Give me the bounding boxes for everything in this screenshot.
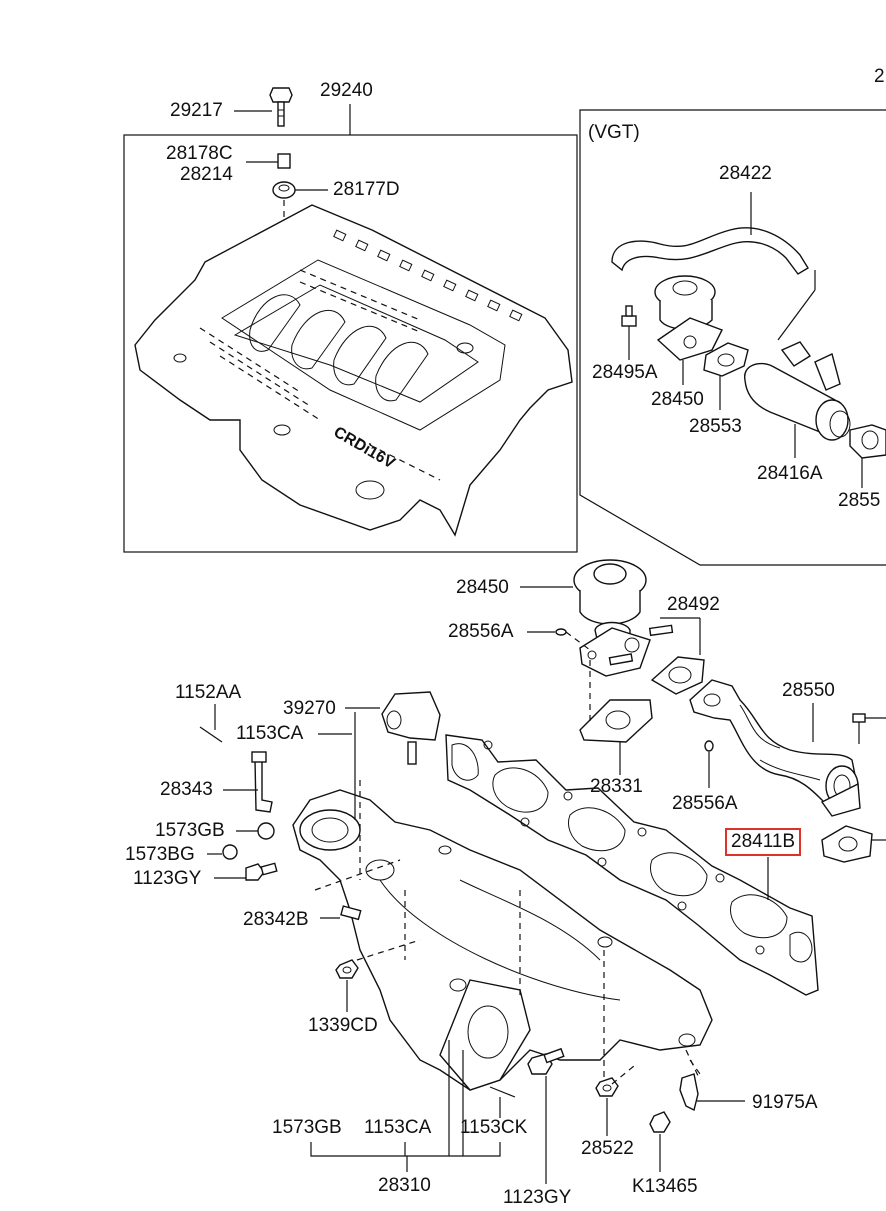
stud-1152AA [199, 704, 223, 743]
hose-28422 [611, 227, 809, 275]
vgt-frame [579, 109, 886, 566]
bolt-1123GY-bottom [527, 1047, 565, 1184]
corner-label-partial: 2 [874, 66, 885, 87]
nut-28522 [595, 1065, 635, 1136]
stud-1153CK [489, 1086, 516, 1118]
part-label-28556A-top[interactable]: 28556A [448, 621, 514, 642]
part-label-2855-partial[interactable]: 2855 [838, 490, 881, 511]
part-label-28343[interactable]: 28343 [160, 779, 213, 800]
right-edge-parts [821, 713, 886, 863]
part-label-1123GY-top[interactable]: 1123GY [133, 868, 202, 889]
bolt-28495A [621, 305, 637, 360]
engine-cover-group: CRDi16V [123, 87, 578, 553]
plug-1573GB-top [236, 822, 275, 840]
spacer-28178C [246, 153, 291, 169]
gasket-28331 [579, 660, 653, 775]
part-label-K13465[interactable]: K13465 [632, 1176, 698, 1197]
part-label-28331[interactable]: 28331 [590, 776, 643, 797]
clip-91975A [679, 1059, 745, 1112]
left-small-parts [199, 691, 441, 1012]
part-label-28342B[interactable]: 28342B [243, 909, 309, 930]
part-label-1153CA-bottom[interactable]: 1153CA [364, 1117, 432, 1138]
tube-28343 [223, 751, 273, 813]
engine-cover-body [134, 204, 573, 537]
part-label-1573GB-top[interactable]: 1573GB [155, 820, 225, 841]
egr-cooler-28416A [744, 341, 886, 488]
bolt-1123GY-top [214, 862, 278, 881]
part-label-28556A-bottom[interactable]: 28556A [672, 793, 738, 814]
exhaust-manifold-28310 [292, 780, 713, 1172]
part-label-28450[interactable]: 28450 [456, 577, 509, 598]
part-label-39270[interactable]: 39270 [283, 698, 336, 719]
pipe-28550 [689, 679, 861, 817]
egr-assembly [520, 559, 886, 863]
part-label-1152AA[interactable]: 1152AA [175, 682, 242, 703]
part-label-1339CD[interactable]: 1339CD [308, 1015, 378, 1036]
gasket-28492 [650, 656, 705, 695]
sensor-39270 [345, 691, 441, 765]
part-label-28177D[interactable]: 28177D [333, 179, 400, 200]
part-label-28422[interactable]: 28422 [719, 163, 772, 184]
part-label-1123GY-bottom[interactable]: 1123GY [503, 1187, 572, 1208]
part-label-28553[interactable]: 28553 [689, 416, 742, 437]
bolt-29217 [234, 87, 293, 127]
part-label-91975A[interactable]: 91975A [752, 1092, 818, 1113]
grommet-28177D [272, 181, 328, 250]
washer-28556A-bottom [704, 740, 714, 788]
part-label-29217[interactable]: 29217 [170, 100, 223, 121]
nut-1339CD [335, 959, 359, 1012]
manifold-gasket-28411B [445, 734, 819, 996]
nut-K13465 [649, 1111, 671, 1172]
part-label-29240[interactable]: 29240 [320, 80, 373, 101]
part-label-28492[interactable]: 28492 [667, 594, 720, 615]
stud-1153CA-top [318, 712, 356, 820]
part-label-28214[interactable]: 28214 [180, 164, 233, 185]
part-label-1573BG[interactable]: 1573BG [125, 844, 195, 865]
group-label-vgt: (VGT) [588, 122, 640, 143]
part-label-1153CA-top[interactable]: 1153CA [236, 723, 304, 744]
part-label-1573GB-bottom[interactable]: 1573GB [272, 1117, 342, 1138]
washer-28556A-top [527, 628, 591, 651]
vgt-group [579, 109, 886, 566]
part-label-28495A[interactable]: 28495A [592, 362, 658, 383]
part-label-28411B-highlighted[interactable]: 28411B [725, 828, 802, 856]
part-label-28522[interactable]: 28522 [581, 1138, 634, 1159]
part-label-28310[interactable]: 28310 [378, 1175, 431, 1196]
part-label-28416A[interactable]: 28416A [757, 463, 823, 484]
bottom-small-parts [489, 1047, 745, 1184]
part-28342B [320, 905, 362, 921]
plug-1573BG [207, 844, 238, 860]
part-label-28450-vgt[interactable]: 28450 [651, 389, 704, 410]
egr-valve-vgt [654, 275, 723, 385]
part-label-28550[interactable]: 28550 [782, 680, 835, 701]
egr-valve-28450 [520, 559, 701, 677]
part-label-28178C[interactable]: 28178C [166, 143, 233, 164]
gasket-28553 [703, 342, 749, 410]
part-label-1153CK[interactable]: 1153CK [460, 1117, 528, 1138]
